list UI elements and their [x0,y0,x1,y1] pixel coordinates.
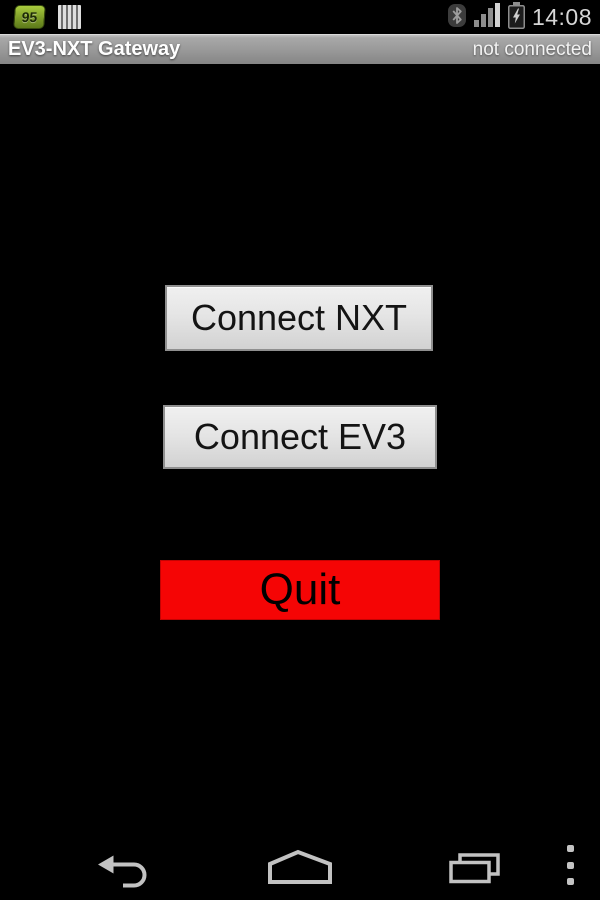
app-title: EV3-NXT Gateway [8,38,181,60]
navigation-bar [0,830,600,900]
status-bar-left: 95 [13,5,81,29]
home-icon [267,849,333,889]
back-button[interactable] [96,854,154,895]
recent-apps-icon [448,853,506,888]
signal-strength-icon [473,3,501,32]
quit-button[interactable]: Quit [160,560,440,620]
recent-apps-button[interactable] [448,853,506,889]
title-bar: EV3-NXT Gateway not connected [0,34,600,64]
stripes-widget-icon [58,5,81,29]
connection-status-label: not connected [472,38,592,60]
bluetooth-icon [447,3,467,33]
overflow-menu-icon [566,845,574,852]
status-bar: 95 [0,0,600,34]
status-bar-right: 14:08 [447,1,592,34]
connect-nxt-button[interactable]: Connect NXT [165,285,433,351]
overflow-menu-button[interactable] [560,843,580,887]
back-icon [96,855,154,894]
connect-ev3-button[interactable]: Connect EV3 [163,405,437,469]
battery-widget-badge-icon: 95 [13,5,46,29]
battery-charging-icon [507,1,525,34]
home-button[interactable] [267,849,333,890]
battery-widget-percent: 95 [21,9,38,25]
clock-label: 14:08 [531,4,592,30]
overflow-menu-icon [566,878,574,885]
overflow-menu-icon [566,861,574,869]
